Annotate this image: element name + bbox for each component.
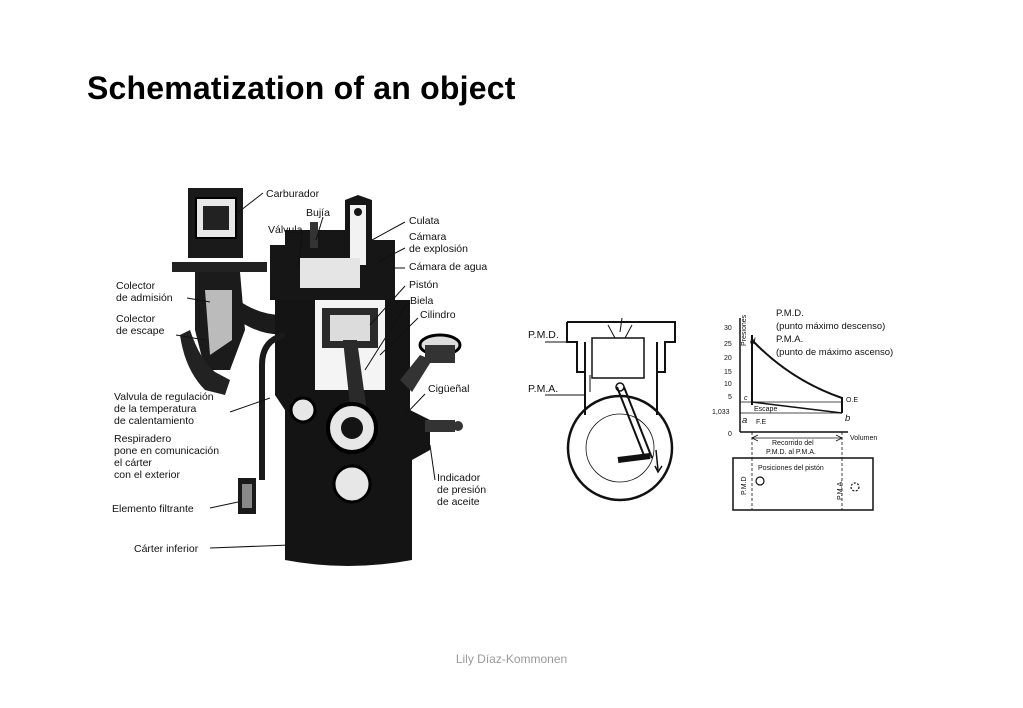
label-camara-explosion-1: Cámara (409, 231, 447, 243)
pv-recorrido-2: P.M.D. al P.M.A. (766, 449, 816, 456)
label-indicador-3: de aceite (437, 496, 480, 508)
pv-legend-pmd: P.M.D. (776, 308, 804, 319)
label-valvula-reg-2: de la temperatura (114, 403, 196, 415)
label-biela: Biela (410, 295, 434, 307)
pv-recorrido-1: Recorrido del (772, 440, 814, 447)
label-camara-agua: Cámara de agua (409, 261, 487, 273)
label-valvula-reg-1: Valvula de regulación (114, 391, 214, 403)
pv-diagram-labels: P.M.D. (punto máximo descenso) P.M.A. (p… (712, 308, 893, 500)
engine-labels: Carburador Bujía Válvula Culata Cámara d… (112, 188, 487, 555)
label-colector-escape-2: de escape (116, 325, 165, 337)
label-respiradero-3: el cárter (114, 457, 152, 469)
pv-y-tick: 15 (724, 369, 732, 376)
label-colector-escape-1: Colector (116, 313, 156, 325)
slide-title: Schematization of an object (87, 70, 516, 106)
slide-footer: Lily Díaz-Kommonen (455, 652, 568, 666)
label-valvula: Válvula (268, 224, 303, 236)
pv-oe: O.E (846, 397, 858, 404)
label-respiradero-4: con el exterior (114, 469, 180, 481)
pv-legend-pma-desc: (punto de máximo ascenso) (776, 347, 893, 358)
label-carburador: Carburador (266, 188, 320, 200)
pv-y-tick: 30 (724, 325, 732, 332)
label-indicador-1: Indicador (437, 472, 481, 484)
label-cilindro: Cilindro (420, 309, 456, 321)
pv-y-tick: 5 (728, 394, 732, 401)
pv-point-d: d (750, 336, 756, 347)
label-camara-explosion-2: de explosión (409, 243, 468, 255)
label-culata: Culata (409, 215, 440, 227)
engine-cutaway (172, 188, 463, 566)
cylinder-pmd-label: P.M.D. (528, 329, 559, 341)
cylinder-pma-label: P.M.A. (528, 383, 558, 395)
pv-posiciones: Posiciones del pistón (758, 465, 824, 472)
pv-legend-pma: P.M.A. (776, 334, 803, 345)
pv-legend-pmd-desc: (punto máximo descenso) (776, 321, 885, 332)
pv-point-a: a (742, 415, 747, 426)
label-ciguenal: Cigüeñal (428, 383, 469, 395)
pv-y-tick: 0 (728, 431, 732, 438)
pv-fe: F.E (756, 419, 766, 426)
pv-box-pma: P.M.A. (837, 480, 844, 500)
pv-escape: Escape (754, 406, 777, 413)
pv-box-pmd: P.M.D (741, 476, 748, 495)
label-carter-inferior: Cárter inferior (134, 543, 199, 555)
label-bujia: Bujía (306, 207, 330, 219)
label-colector-admision-2: de admisión (116, 292, 173, 304)
pv-point-b: b (845, 413, 850, 424)
pv-diagram (732, 318, 874, 511)
label-elemento-filtrante: Elemento filtrante (112, 503, 194, 515)
pv-y-tick: 20 (724, 355, 732, 362)
pv-x-label: Volumen (850, 435, 877, 442)
label-colector-admision-1: Colector (116, 280, 156, 292)
engine-leader-lines (175, 192, 436, 549)
pv-y-tick: 25 (724, 341, 732, 348)
pv-y-tick: 1,033 (712, 409, 730, 416)
pv-y-tick: 10 (724, 381, 732, 388)
label-piston: Pistón (409, 279, 438, 291)
cylinder-schematic (545, 317, 676, 502)
label-valvula-reg-3: de calentamiento (114, 415, 194, 427)
label-respiradero-2: pone en comunicación (114, 445, 219, 457)
label-respiradero-1: Respiradero (114, 433, 171, 445)
pv-y-label: Presiones (741, 314, 748, 346)
pv-point-c: c (744, 395, 748, 402)
label-indicador-2: de presión (437, 484, 486, 496)
